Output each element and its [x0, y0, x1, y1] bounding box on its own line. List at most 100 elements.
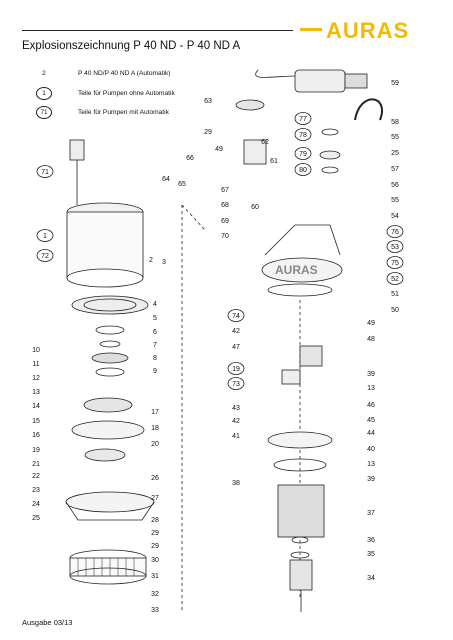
part-number: 37 — [367, 510, 375, 517]
part-label: 39 — [367, 371, 375, 378]
part-label: 36 — [367, 537, 375, 544]
part-number: 6 — [153, 329, 157, 336]
part-number: 42 — [232, 328, 240, 335]
part-number: 3 — [162, 259, 166, 266]
part-number: 63 — [204, 98, 212, 105]
legend-number: 2 — [42, 70, 46, 77]
legend-item: 71 Teile für Pumpen mit Automatik — [36, 106, 169, 119]
part-label: 74 — [227, 309, 245, 322]
part-number: 74 — [232, 313, 240, 320]
part-label-circle — [227, 362, 245, 375]
part-number: 13 — [32, 389, 40, 396]
part-label: 60 — [251, 204, 259, 211]
part-number: 77 — [299, 116, 307, 123]
part-number: 13 — [367, 461, 375, 468]
part-label: 50 — [391, 307, 399, 314]
part-number: 2 — [149, 257, 153, 264]
part-label-circle — [294, 147, 312, 160]
part-number: 43 — [232, 405, 240, 412]
part-number: 78 — [299, 132, 307, 139]
part-number: 11 — [32, 361, 39, 368]
page-title: Explosionszeichnung P 40 ND - P 40 ND A — [22, 40, 241, 52]
part-label: 2 — [149, 257, 153, 264]
part-number: 27 — [151, 495, 159, 502]
part-label: 10 — [32, 347, 40, 354]
part-label: 78 — [294, 128, 312, 141]
part-number: 1 — [43, 233, 47, 240]
part-label: 5 — [153, 315, 157, 322]
part-label: 46 — [367, 402, 375, 409]
part-label: 30 — [151, 557, 159, 564]
part-label: 56 — [391, 182, 399, 189]
part-number: 61 — [270, 158, 278, 165]
legend-text: Teile für Pumpen mit Automatik — [78, 109, 169, 116]
part-number: 18 — [151, 425, 159, 432]
part-number: 49 — [367, 320, 375, 327]
part-number: 28 — [151, 517, 159, 524]
part-number: 55 — [391, 134, 399, 141]
part-label-circle — [36, 229, 54, 242]
part-number: 55 — [391, 197, 399, 204]
part-label: 39 — [367, 476, 375, 483]
part-number: 35 — [367, 551, 375, 558]
part-label: 21 — [32, 461, 40, 468]
part-label: 33 — [151, 607, 159, 614]
part-label: 61 — [270, 158, 278, 165]
part-label: 55 — [391, 134, 399, 141]
part-label-circle — [386, 225, 404, 238]
part-label: 14 — [32, 403, 40, 410]
part-label: 13 — [367, 385, 375, 392]
part-label: 71 — [36, 165, 54, 178]
part-number: 65 — [178, 181, 186, 188]
part-label: 79 — [294, 147, 312, 160]
part-label: 7 — [153, 342, 157, 349]
part-label: 72 — [36, 249, 54, 262]
part-label-circle — [386, 256, 404, 269]
part-number: 76 — [391, 229, 399, 236]
part-label: 11 — [32, 361, 39, 368]
part-label: 48 — [367, 336, 375, 343]
part-label: 59 — [391, 80, 399, 87]
part-number: 34 — [367, 575, 375, 582]
auras-logo: AURAS — [300, 18, 408, 40]
part-label: 23 — [32, 487, 40, 494]
part-label: 20 — [151, 441, 159, 448]
part-label: 43 — [232, 405, 240, 412]
part-label: 13 — [32, 389, 40, 396]
part-number: 60 — [251, 204, 259, 211]
part-number: 52 — [391, 276, 399, 283]
part-label: 75 — [386, 256, 404, 269]
part-number: 42 — [232, 418, 240, 425]
part-number: 33 — [151, 607, 159, 614]
part-number: 39 — [367, 476, 375, 483]
part-label: 26 — [151, 475, 159, 482]
motor-cover-brand: AURAS — [275, 263, 318, 277]
part-number: 56 — [391, 182, 399, 189]
part-number: 73 — [232, 381, 240, 388]
part-number: 30 — [151, 557, 159, 564]
part-number: 12 — [32, 375, 40, 382]
part-number: 69 — [221, 218, 229, 225]
part-label: 3 — [162, 259, 166, 266]
legend-text: P 40 ND/P 40 ND A (Automatik) — [78, 70, 171, 77]
part-label: 65 — [178, 181, 186, 188]
part-label: 57 — [391, 166, 399, 173]
part-number: 22 — [32, 473, 40, 480]
part-number: 50 — [391, 307, 399, 314]
part-number: 32 — [151, 591, 159, 598]
part-label: 68 — [221, 202, 229, 209]
part-number: 26 — [151, 475, 159, 482]
part-number: 4 — [153, 301, 157, 308]
part-label: 19 — [32, 447, 40, 454]
part-number: 5 — [153, 315, 157, 322]
part-label: 70 — [221, 233, 229, 240]
part-label: 44 — [367, 430, 375, 437]
part-label: 58 — [391, 119, 399, 126]
part-label-circle — [386, 272, 404, 285]
legend-circled-number: 1 — [36, 87, 52, 100]
part-label: 40 — [367, 446, 375, 453]
part-label: 8 — [153, 355, 157, 362]
part-number: 29 — [204, 129, 212, 136]
part-label: 18 — [151, 425, 159, 432]
part-label: 28 — [151, 517, 159, 524]
